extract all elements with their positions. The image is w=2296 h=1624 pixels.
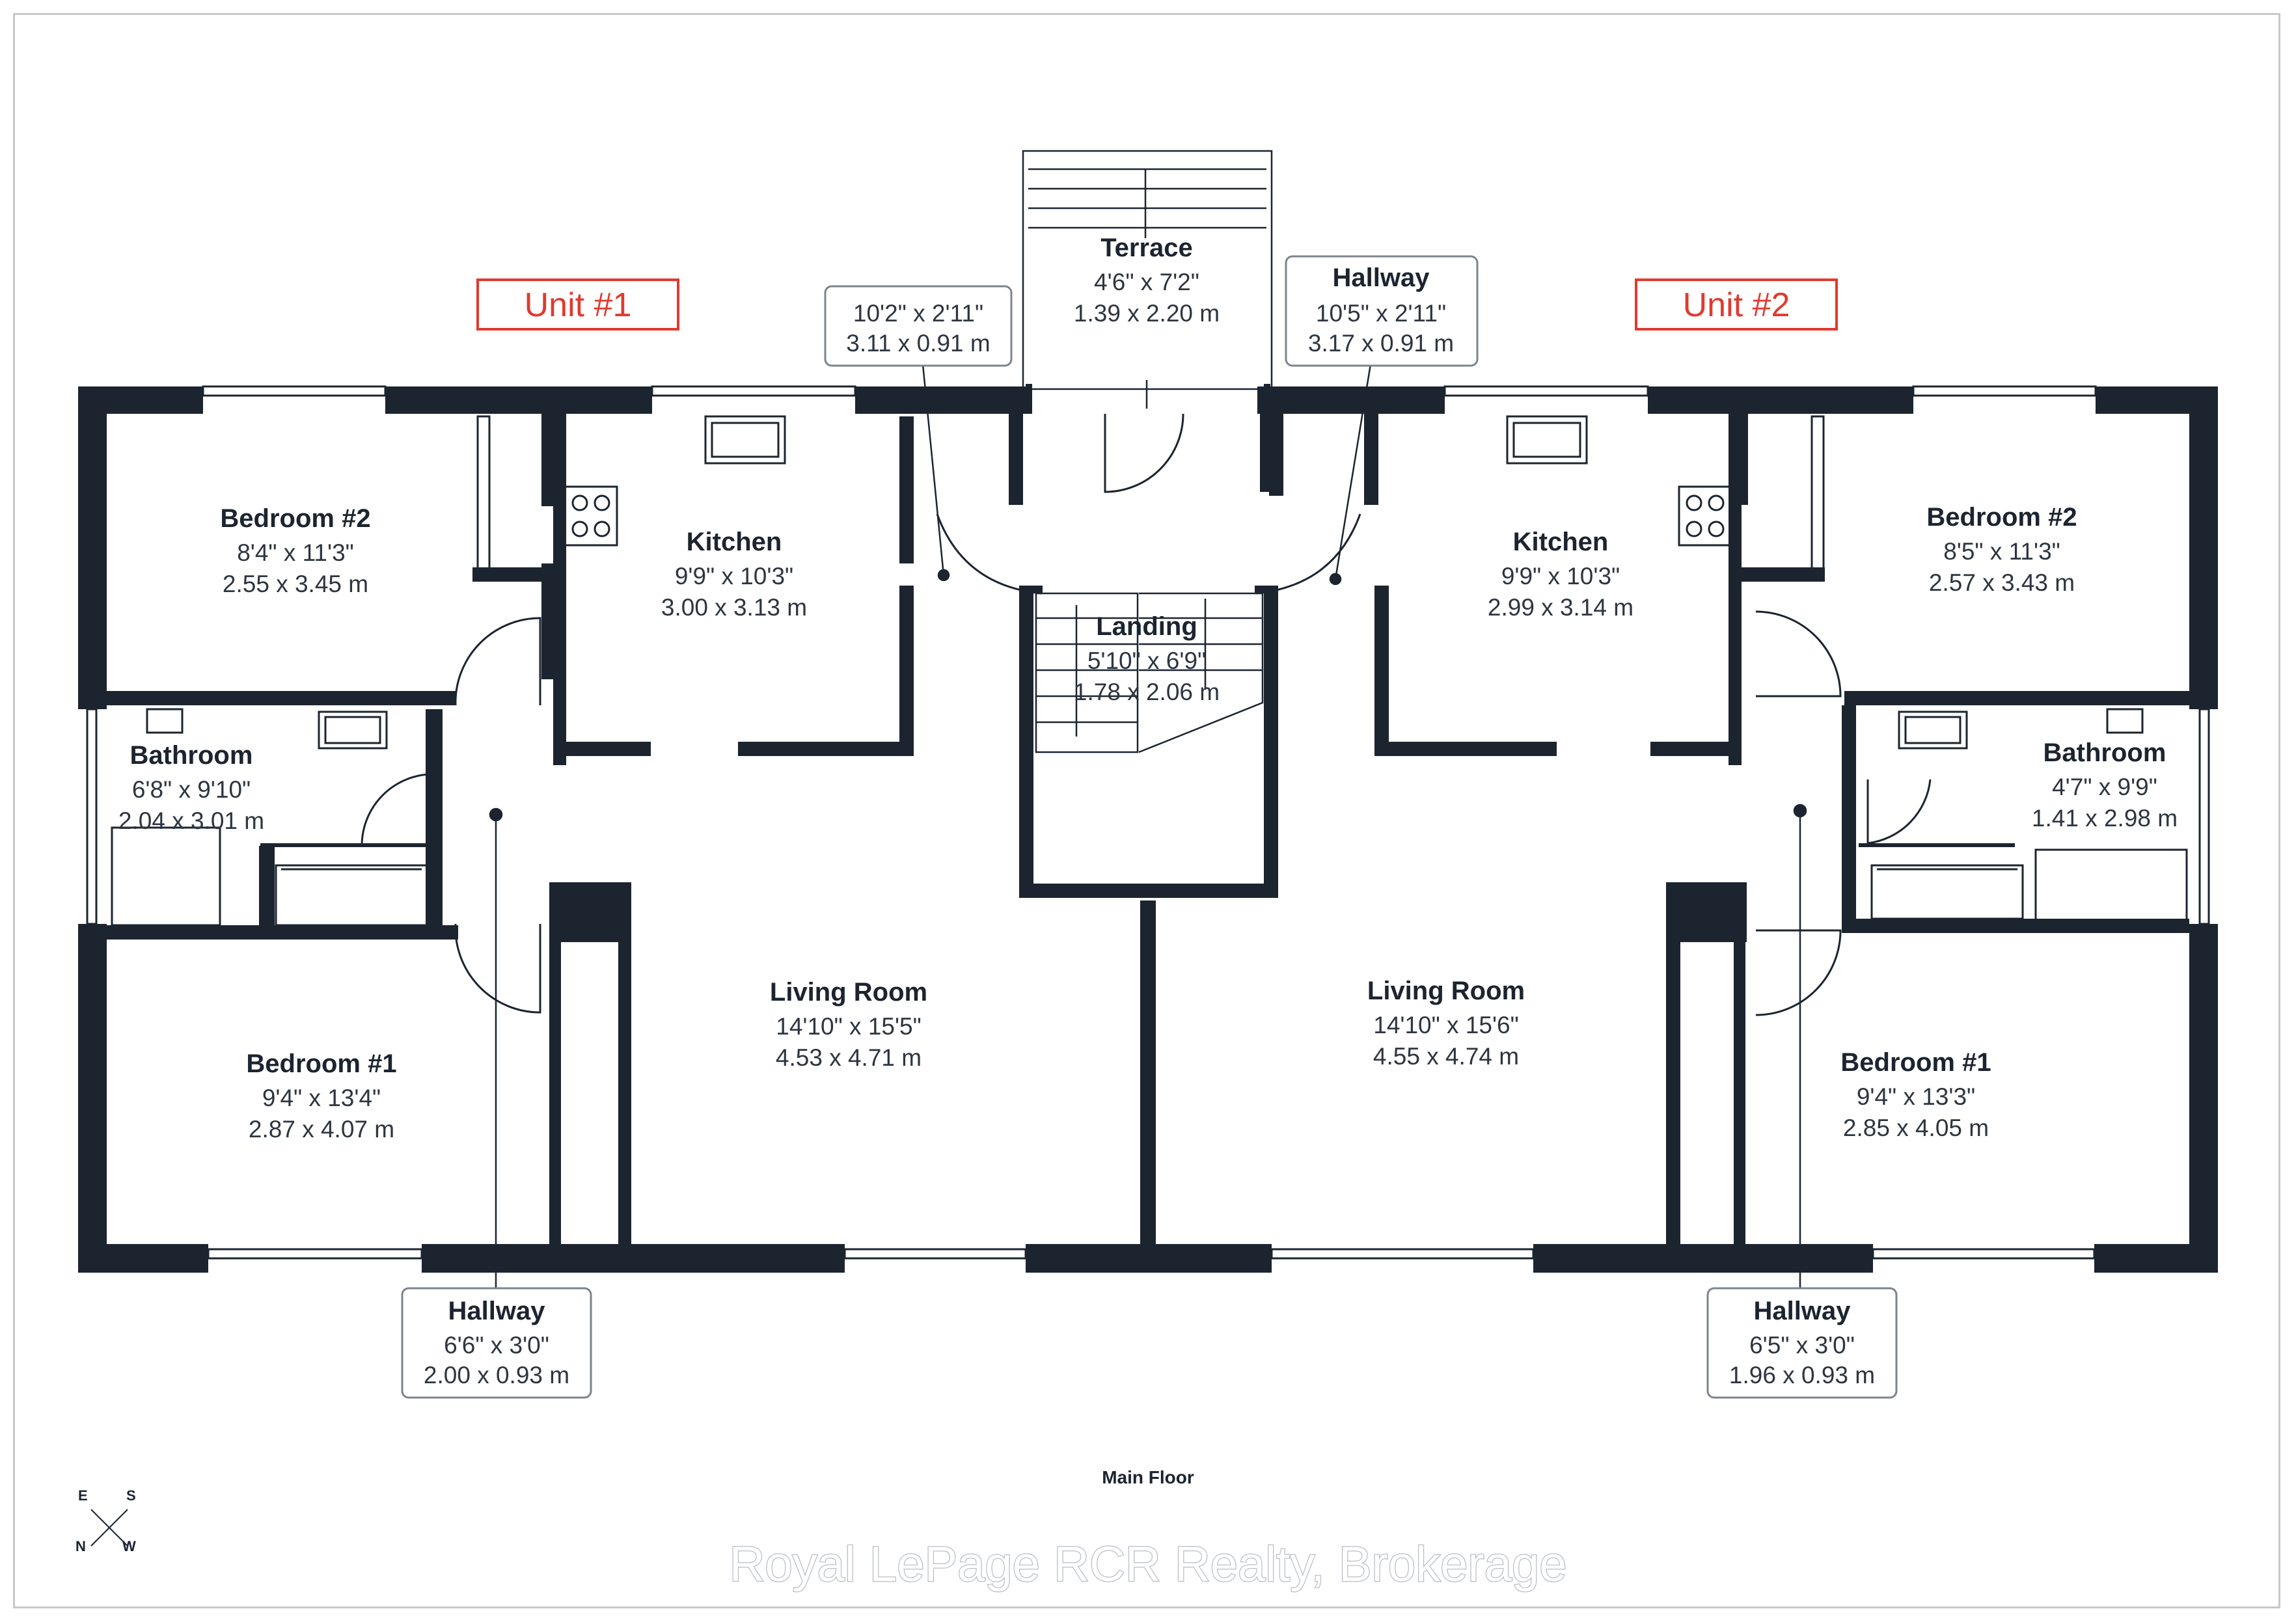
u2-entry-metric: 3.17 x 0.91 m [1308, 330, 1454, 357]
u2-bathroom-metric: 1.41 x 2.98 m [2032, 805, 2178, 832]
unit-labels: Unit #1 Unit #2 [476, 278, 1838, 331]
compass-n: N [75, 1538, 86, 1554]
u2-bedroom1-imperial: 9'4" x 13'3" [1857, 1083, 1975, 1110]
u2-bedroom1-metric: 2.85 x 4.05 m [1843, 1115, 1989, 1141]
u2-living-imperial: 14'10" x 15'6" [1373, 1012, 1519, 1038]
u2-bedroom1-name: Bedroom #1 [1840, 1048, 1991, 1077]
compass-icon: E S N W [75, 1487, 136, 1554]
u1-hallway-name: Hallway [448, 1297, 546, 1325]
u2-bathroom-imperial: 4'7" x 9'9" [2052, 774, 2157, 800]
compass-w: W [122, 1538, 136, 1554]
u1-entry-metric: 3.11 x 0.91 m [846, 330, 990, 357]
u2-bedroom2-imperial: 8'5" x 11'3" [1943, 538, 2060, 565]
landing-metric: 1.78 x 2.06 m [1074, 679, 1220, 705]
u1-bathroom-metric: 2.04 x 3.01 m [118, 807, 264, 834]
u2-living-name: Living Room [1367, 977, 1525, 1005]
u1-living-metric: 4.53 x 4.71 m [776, 1044, 922, 1071]
u1-entry-imperial: 10'2" x 2'11" [853, 300, 983, 327]
u2-bedroom2-name: Bedroom #2 [1926, 503, 2077, 532]
u1-kitchen-metric: 3.00 x 3.13 m [661, 594, 807, 621]
u2-bedroom2-metric: 2.57 x 3.43 m [1929, 569, 2075, 596]
unit-2-label: Unit #2 [1683, 286, 1790, 324]
fixtures [111, 415, 2188, 1244]
callout-u1-entry [824, 285, 1013, 367]
u2-hallway-metric: 1.96 x 0.93 m [1729, 1362, 1875, 1388]
compass-e: E [78, 1487, 88, 1504]
watermark: Royal LePage RCR Realty, Brokerage [730, 1537, 1567, 1592]
u1-living-imperial: 14'10" x 15'5" [776, 1013, 922, 1040]
room-labels: Bedroom #2 8'4" x 11'3" 2.55 x 3.45 m Ki… [118, 234, 2178, 1388]
u1-bedroom1-imperial: 9'4" x 13'4" [262, 1085, 381, 1111]
u1-living-name: Living Room [770, 978, 927, 1007]
u2-kitchen-imperial: 9'9" x 10'3" [1501, 563, 1620, 589]
terrace-name: Terrace [1100, 234, 1193, 262]
u2-hallway-imperial: 6'5" x 3'0" [1749, 1332, 1855, 1359]
u1-hallway-imperial: 6'6" x 3'0" [444, 1332, 549, 1359]
landing-imperial: 5'10" x 6'9" [1087, 647, 1206, 674]
floor-label: Main Floor [1102, 1467, 1194, 1487]
u1-kitchen-name: Kitchen [687, 528, 782, 556]
terrace-metric: 1.39 x 2.20 m [1074, 300, 1220, 327]
u1-bathroom-imperial: 6'8" x 9'10" [132, 776, 251, 803]
terrace-imperial: 4'6" x 7'2" [1094, 269, 1199, 295]
callout-boxes [401, 255, 1898, 1399]
callout-leaders [489, 364, 1807, 1288]
landing-name: Landing [1096, 612, 1197, 641]
stairs [1022, 150, 1273, 753]
u1-hallway-metric: 2.00 x 0.93 m [424, 1362, 569, 1388]
callout-u1-hallway [401, 1287, 592, 1399]
u2-kitchen-metric: 2.99 x 3.14 m [1488, 594, 1633, 621]
u1-bedroom2-name: Bedroom #2 [220, 504, 370, 533]
u2-living-metric: 4.55 x 4.74 m [1373, 1043, 1519, 1070]
u1-bedroom1-name: Bedroom #1 [246, 1049, 396, 1078]
u1-bedroom1-metric: 2.87 x 4.07 m [249, 1116, 394, 1143]
u2-bathroom-name: Bathroom [2043, 738, 2166, 767]
callout-u2-hallway [1706, 1287, 1898, 1399]
compass-s: S [126, 1487, 136, 1504]
unit-1-label: Unit #1 [525, 286, 632, 324]
u1-bathroom-name: Bathroom [130, 741, 253, 770]
u2-entry-name: Hallway [1333, 264, 1430, 292]
u1-bedroom2-metric: 2.55 x 3.45 m [223, 571, 368, 597]
u2-entry-imperial: 10'5" x 2'11" [1316, 300, 1446, 327]
u2-hallway-name: Hallway [1754, 1297, 1852, 1325]
door-swings [361, 413, 1932, 1016]
page-border [13, 13, 2280, 1608]
callout-u2-entry [1285, 255, 1479, 367]
u2-kitchen-name: Kitchen [1513, 528, 1609, 556]
u1-kitchen-imperial: 9'9" x 10'3" [675, 563, 793, 589]
u1-bedroom2-imperial: 8'4" x 11'3" [237, 539, 354, 566]
